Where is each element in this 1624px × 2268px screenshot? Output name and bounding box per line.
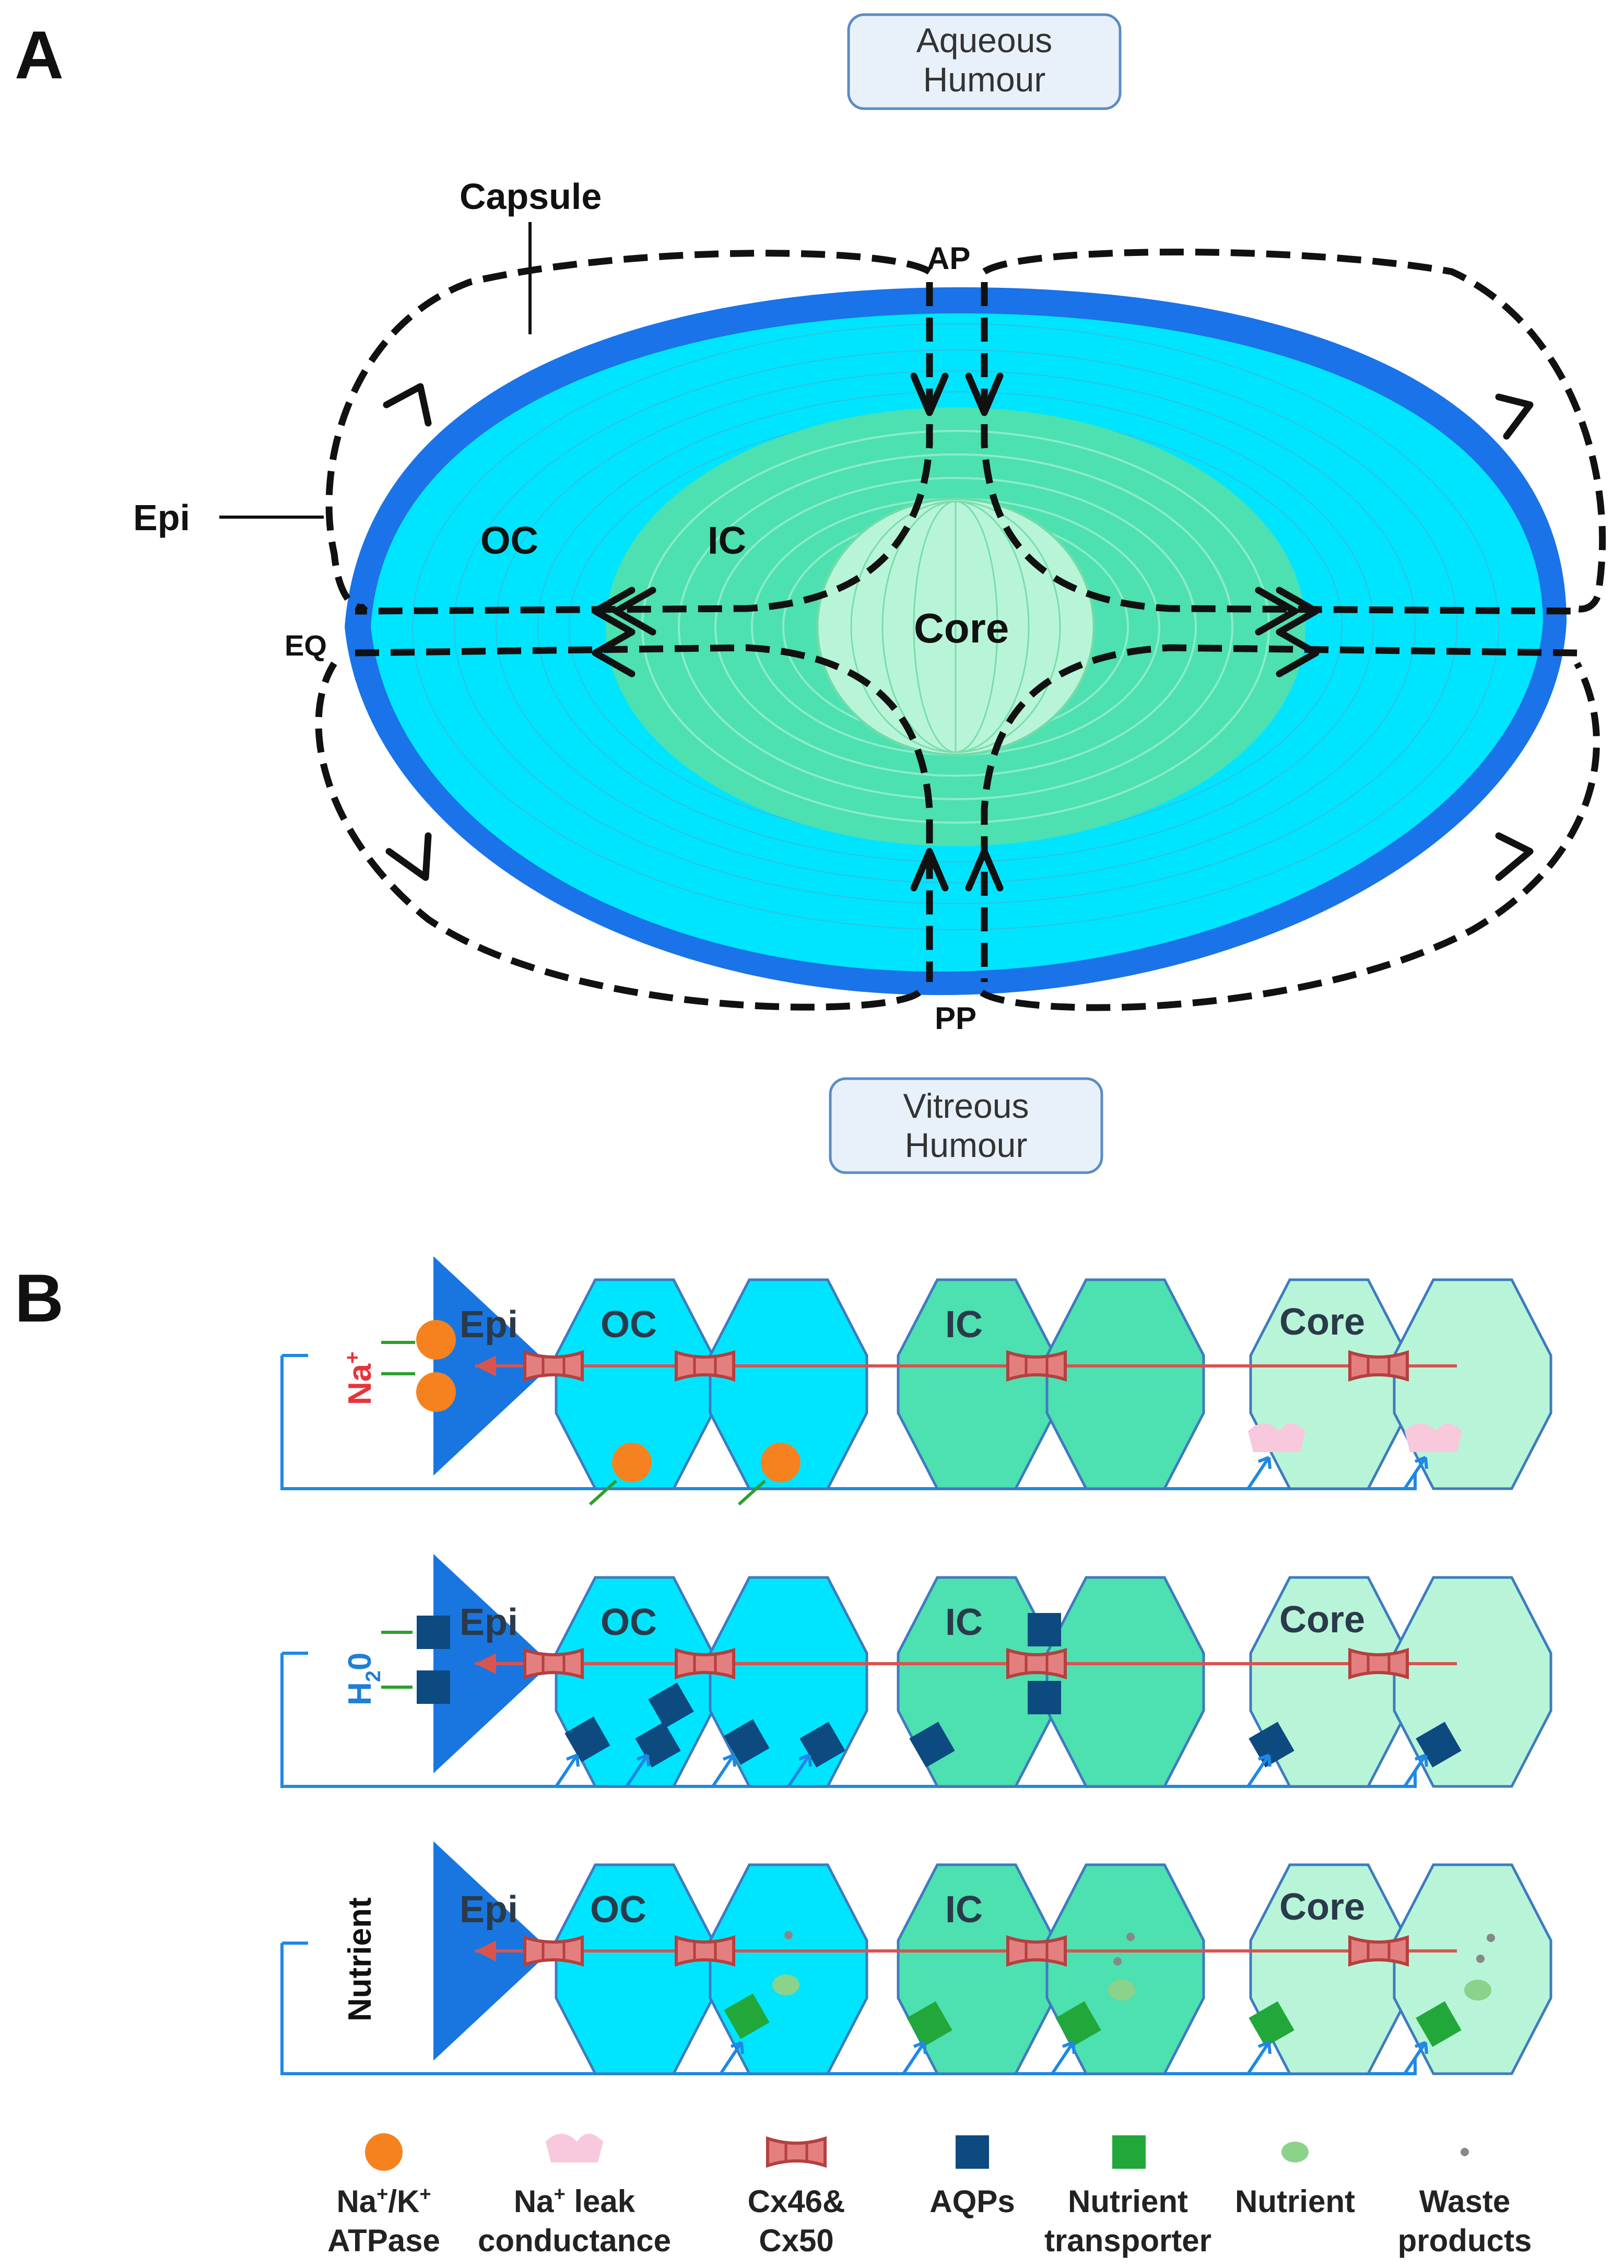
cell-label-core-2: Core (1279, 1599, 1365, 1641)
row-h2o (280, 1554, 1551, 1788)
legend-transporter-line1: Nutrient (1068, 2184, 1188, 2219)
cell-label-core-1: Core (1279, 1301, 1365, 1343)
legend-connexin-icon (768, 2138, 825, 2166)
legend-atpase-line2: ATPase (327, 2223, 440, 2258)
row-h2o-label: H20 (342, 1652, 385, 1705)
cell-label-epi-1: Epi (460, 1304, 518, 1346)
vitreous-line-2: Humour (905, 1126, 1028, 1164)
oc-label-a: OC (480, 519, 538, 562)
legend-waste-icon (1461, 2148, 1469, 2156)
vitreous-line-1: Vitreous (903, 1086, 1029, 1125)
row-na (280, 1256, 1551, 1506)
panel-a-label: A (15, 17, 64, 93)
atpase-4 (761, 1443, 801, 1482)
core-fiber-lines (850, 500, 1061, 753)
cell-label-oc-1: OC (601, 1304, 657, 1346)
legend-connexin-line1: Cx46& (748, 2184, 845, 2219)
legend-na-leak-line2: conductance (478, 2223, 671, 2258)
aqueous-humour-box (847, 13, 1122, 110)
cell-label-epi-3: Epi (460, 1889, 518, 1931)
legend-nutrient-icon (1281, 2142, 1309, 2162)
cell-label-ic-1: IC (945, 1304, 983, 1346)
row-nutrient-label: Nutrient (342, 1897, 378, 2021)
epi-label-a: Epi (133, 497, 190, 538)
legend: Na+/K+ ATPase Na+ leak conductance Cx46&… (327, 2133, 1532, 2258)
cell-label-epi-2: Epi (460, 1601, 518, 1643)
waste-dot (784, 1931, 793, 1939)
capsule-label: Capsule (460, 176, 602, 217)
nutrient-flow-loop (280, 1943, 1417, 2075)
legend-aqp-line1: AQPs (929, 2184, 1015, 2219)
ap-label: AP (927, 241, 970, 276)
legend-waste-line2: products (1398, 2223, 1532, 2258)
atpase-2 (416, 1372, 456, 1412)
atpase-3 (612, 1443, 652, 1482)
atpase-1 (416, 1320, 456, 1360)
legend-na-leak-line1: Na+ leak (514, 2183, 636, 2219)
na-leak-1 (1248, 1423, 1305, 1452)
eq-label: EQ (285, 629, 327, 662)
legend-aqp-icon (956, 2135, 989, 2169)
legend-connexin-line2: Cx50 (759, 2223, 833, 2258)
legend-transporter-line2: transporter (1044, 2223, 1211, 2258)
legend-waste-line1: Waste (1419, 2184, 1511, 2219)
na-flow-loop (280, 1355, 1417, 1490)
legend-atpase-icon (365, 2133, 403, 2171)
ic-label-a: IC (708, 519, 746, 562)
cell-label-core-3: Core (1279, 1886, 1365, 1928)
panel-a-flow-paths (315, 249, 1606, 1011)
core-label-a: Core (914, 605, 1009, 651)
legend-nutrient-line1: Nutrient (1235, 2184, 1355, 2219)
lens-body (345, 287, 1567, 995)
aqueous-line-2: Humour (923, 60, 1046, 99)
h2o-flow-loop (280, 1653, 1417, 1788)
na-leak-2 (1405, 1423, 1462, 1452)
cell-label-oc-3: OC (590, 1889, 646, 1931)
aqueous-line-1: Aqueous (916, 21, 1053, 60)
legend-atpase-line1: Na+/K+ (336, 2183, 431, 2219)
cell-label-ic-3: IC (945, 1889, 983, 1931)
panel-b-label: B (15, 1260, 64, 1336)
vitreous-humour-box (829, 1077, 1103, 1174)
legend-transporter-icon (1112, 2135, 1146, 2169)
cell-label-ic-2: IC (945, 1601, 983, 1643)
nutrient-dot (772, 1974, 799, 1995)
row-nutrient (280, 1841, 1551, 2075)
pp-label: PP (935, 1001, 976, 1036)
legend-na-leak-icon (546, 2134, 603, 2162)
row-na-label: Na+ (341, 1351, 378, 1405)
cell-label-oc-2: OC (601, 1601, 657, 1643)
